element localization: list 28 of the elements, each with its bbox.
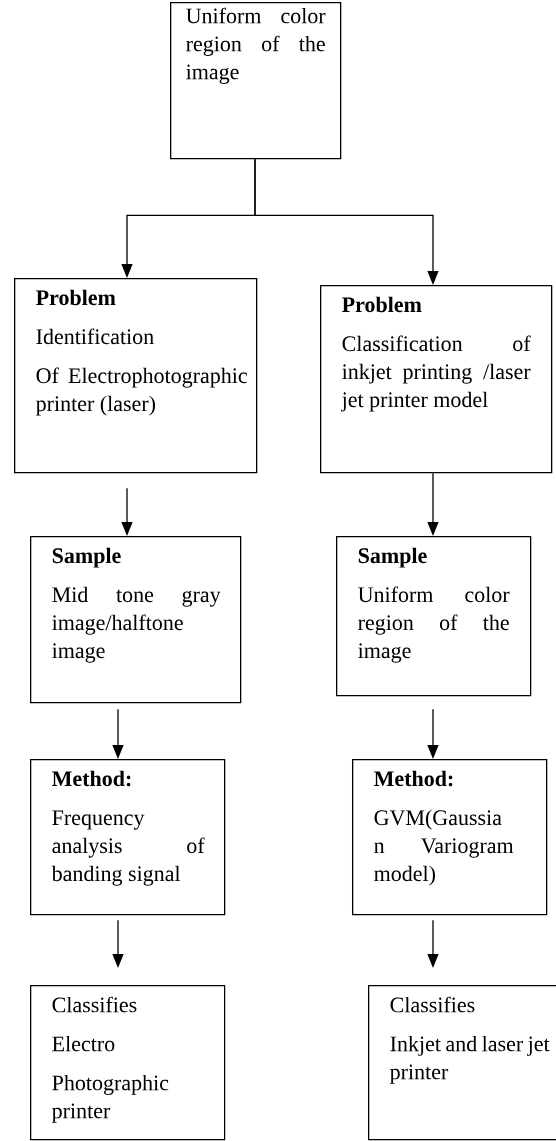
process-box <box>30 985 226 1141</box>
box-heading: Sample <box>358 547 427 568</box>
box-text: Electro <box>52 1035 115 1052</box>
box-text: Uniform color region of the image <box>186 7 326 84</box>
process-box <box>352 759 548 916</box>
box-text: Frequency analysis of banding signal <box>51 810 205 886</box>
box-text: Classifies <box>52 996 137 1013</box>
process-box <box>30 759 226 916</box>
box-heading: Sample <box>52 547 121 568</box>
box-heading: Method: <box>52 770 131 787</box>
box-heading: Problem <box>342 296 422 313</box>
box-text: Of Electrophotographic printer (laser) <box>36 367 247 416</box>
process-box <box>30 536 242 704</box>
box-text: Mid tone gray image/halftone image <box>52 586 221 663</box>
box-text: Classifies <box>390 996 475 1013</box>
process-box <box>320 285 553 474</box>
box-text: Inkjet and laser jet printer <box>390 1035 550 1084</box>
box-heading: Problem <box>36 289 116 306</box>
box-text: Uniform color region of the image <box>358 586 510 663</box>
box-text: Identification <box>36 328 154 345</box>
box-text: Photographic printer <box>52 1074 169 1123</box>
process-box <box>368 985 556 1141</box>
process-box <box>336 536 532 697</box>
box-text: Classification of inkjet printing /laser jet printer model <box>341 335 531 412</box>
box-heading: Method: <box>374 770 453 787</box>
process-box <box>14 278 258 474</box>
process-box <box>170 2 342 160</box>
box-text: GVM(Gaussia n Variogram model) <box>374 809 514 886</box>
